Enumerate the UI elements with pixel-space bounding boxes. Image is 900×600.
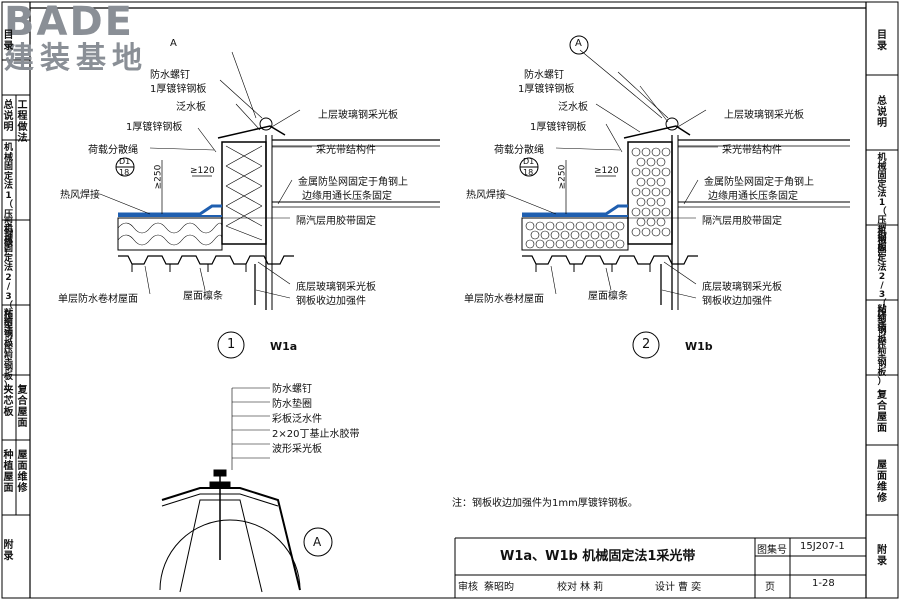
d2-ref-mark: A bbox=[575, 38, 582, 49]
atlas-number: 15J207-1 bbox=[800, 541, 845, 552]
atlas-label: 图集号 bbox=[757, 545, 787, 556]
d1-label-purlin: 屋面檩条 bbox=[183, 291, 223, 302]
right-tab-wumianweixiu[interactable]: 屋面维修 bbox=[877, 460, 887, 504]
checker-name: 林 莉 bbox=[580, 582, 604, 593]
d2-label-upper-panel: 上层玻璃钢采光板 bbox=[724, 110, 804, 121]
detail-w1a-drawing bbox=[99, 51, 440, 359]
d1-label-hot-weld: 热风焊接 bbox=[60, 190, 100, 201]
logo-brand: BADE bbox=[4, 0, 134, 45]
d2-label-edge-fix: 边缘用通长压条固定 bbox=[708, 191, 798, 202]
da-mark: A bbox=[313, 535, 322, 549]
d2-label-metal-fix: 金属防坠网固定于角钢上 bbox=[704, 177, 814, 188]
left-tab-jiaxinban[interactable]: 夹芯板 bbox=[3, 385, 14, 418]
d1-label-flashing: 泛水板 bbox=[176, 102, 206, 113]
d2-label-vapor: 隔汽层用胶带固定 bbox=[702, 216, 782, 227]
left-tab-zhongzhiwumian[interactable]: 种植屋面 bbox=[3, 450, 14, 494]
d1-label-plate: 1厚镀锌钢板 bbox=[150, 84, 207, 95]
d1-label-edge-reinf: 钢板收边加强件 bbox=[296, 296, 366, 307]
d2-detail-ref-bottom: 18 bbox=[523, 168, 534, 177]
detail-a-drawing bbox=[159, 387, 333, 593]
d2-label-bottom-panel: 底层玻璃钢采光板 bbox=[702, 282, 782, 293]
d1-label-membrane: 单层防水卷材屋面 bbox=[58, 294, 138, 305]
d2-dim-height: ≥250 bbox=[557, 164, 568, 190]
d2-code: W1b bbox=[685, 340, 713, 353]
d1-detail-ref-top: D1 bbox=[119, 157, 131, 166]
left-tab-wumianweixiu[interactable]: 屋面维修 bbox=[17, 450, 28, 494]
review-label: 审核 bbox=[458, 582, 478, 593]
left-tab-mulu[interactable]: 目录 bbox=[3, 30, 14, 52]
left-tab-zongshuoming[interactable]: 总说明 bbox=[3, 100, 14, 133]
d1-label-plate2: 1厚镀锌钢板 bbox=[126, 122, 183, 133]
d1-detail-ref-bottom: 18 bbox=[119, 168, 130, 177]
da-label-flashing: 彩板泛水件 bbox=[272, 414, 322, 425]
left-tab-gongchengzuofa[interactable]: 工程做法 bbox=[17, 100, 28, 144]
d2-dim-width: ≥120 bbox=[594, 166, 619, 176]
d1-ref-mark: A bbox=[170, 38, 177, 49]
d1-label-upper-panel: 上层玻璃钢采光板 bbox=[318, 110, 398, 121]
d1-dim-height: ≥250 bbox=[153, 164, 164, 190]
d2-label-screw: 防水螺钉 bbox=[524, 70, 564, 81]
d2-label-flashing: 泛水板 bbox=[558, 102, 588, 113]
da-label-panel: 波形采光板 bbox=[272, 444, 322, 455]
logo-subtitle: 建装基地 bbox=[4, 41, 148, 76]
sheet-title: W1a、W1b 机械固定法1采光带 bbox=[500, 549, 696, 564]
d2-label-purlin: 屋面檩条 bbox=[588, 291, 628, 302]
d1-label-stress-rope: 荷载分散绳 bbox=[88, 145, 138, 156]
d1-number: 1 bbox=[227, 337, 236, 352]
detail-w1b-drawing bbox=[505, 35, 850, 359]
d1-code: W1a bbox=[270, 340, 298, 353]
d2-detail-ref-top: D1 bbox=[523, 157, 535, 166]
page-number: 1-28 bbox=[812, 578, 835, 589]
da-label-screw: 防水螺钉 bbox=[272, 384, 312, 395]
right-tab-mulu[interactable]: 目录 bbox=[877, 30, 887, 52]
d1-label-structure: 采光带结构件 bbox=[316, 145, 376, 156]
right-tab-fuhewumian[interactable]: 复合屋面 bbox=[877, 390, 887, 434]
d2-label-plate: 1厚镀锌钢板 bbox=[518, 84, 575, 95]
d2-label-plate2: 1厚镀锌钢板 bbox=[530, 122, 587, 133]
check-label: 校对 bbox=[557, 582, 577, 593]
d2-label-hot-weld: 热风焊接 bbox=[466, 190, 506, 201]
d2-label-membrane: 单层防水卷材屋面 bbox=[464, 294, 544, 305]
left-tab-fuhewumian[interactable]: 复合屋面 bbox=[17, 385, 28, 429]
d2-label-stress-rope: 荷载分散绳 bbox=[494, 145, 544, 156]
left-tab-nianjie[interactable]: 粘结法（压型钢板） bbox=[3, 309, 13, 391]
da-label-tape: 2×20丁基止水胶带 bbox=[272, 429, 360, 440]
d1-label-vapor: 隔汽层用胶带固定 bbox=[296, 216, 376, 227]
right-tab-fulu[interactable]: 附录 bbox=[877, 545, 887, 567]
d1-label-edge-fix: 边缘用通长压条固定 bbox=[302, 191, 392, 202]
designer-name: 曹 奕 bbox=[678, 582, 702, 593]
design-label: 设计 bbox=[655, 582, 675, 593]
d2-label-structure: 采光带结构件 bbox=[722, 145, 782, 156]
right-tab-nianjie[interactable]: 粘结法（压型钢板） bbox=[877, 305, 887, 387]
bade-logo: BADE 建装基地 bbox=[4, 2, 148, 76]
drawing-note: 注：钢板收边加强件为1mm厚镀锌钢板。 bbox=[452, 498, 638, 509]
da-label-washer: 防水垫圈 bbox=[272, 399, 312, 410]
reviewer-name: 蔡昭昀 bbox=[484, 582, 514, 593]
d2-number: 2 bbox=[642, 337, 651, 352]
page-label: 页 bbox=[765, 582, 775, 593]
d1-label-screw: 防水螺钉 bbox=[150, 70, 190, 81]
right-tab-zongshuoming[interactable]: 总说明 bbox=[877, 96, 887, 129]
d1-label-metal-fix: 金属防坠网固定于角钢上 bbox=[298, 177, 408, 188]
d1-dim-width: ≥120 bbox=[190, 166, 215, 176]
d2-label-edge-reinf: 钢板收边加强件 bbox=[702, 296, 772, 307]
d1-label-bottom-panel: 底层玻璃钢采光板 bbox=[296, 282, 376, 293]
left-tab-fulu[interactable]: 附录 bbox=[3, 540, 14, 562]
